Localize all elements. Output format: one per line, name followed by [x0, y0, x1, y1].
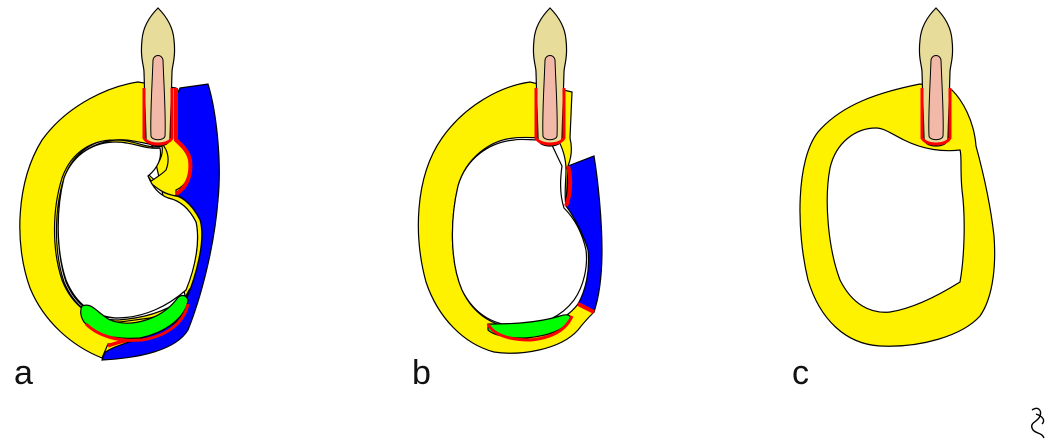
signature-mark	[1032, 408, 1044, 438]
panel-label-c: c	[792, 354, 809, 392]
tooth-b	[533, 8, 566, 146]
panel-c: c	[792, 8, 995, 392]
panel-label-b: b	[412, 354, 431, 392]
panel-a: a	[14, 8, 219, 392]
panel-label-a: a	[14, 354, 33, 392]
tooth-a	[141, 8, 174, 146]
panel-b: b	[412, 8, 602, 392]
bone-ring	[800, 84, 995, 346]
tooth-c	[919, 8, 952, 146]
